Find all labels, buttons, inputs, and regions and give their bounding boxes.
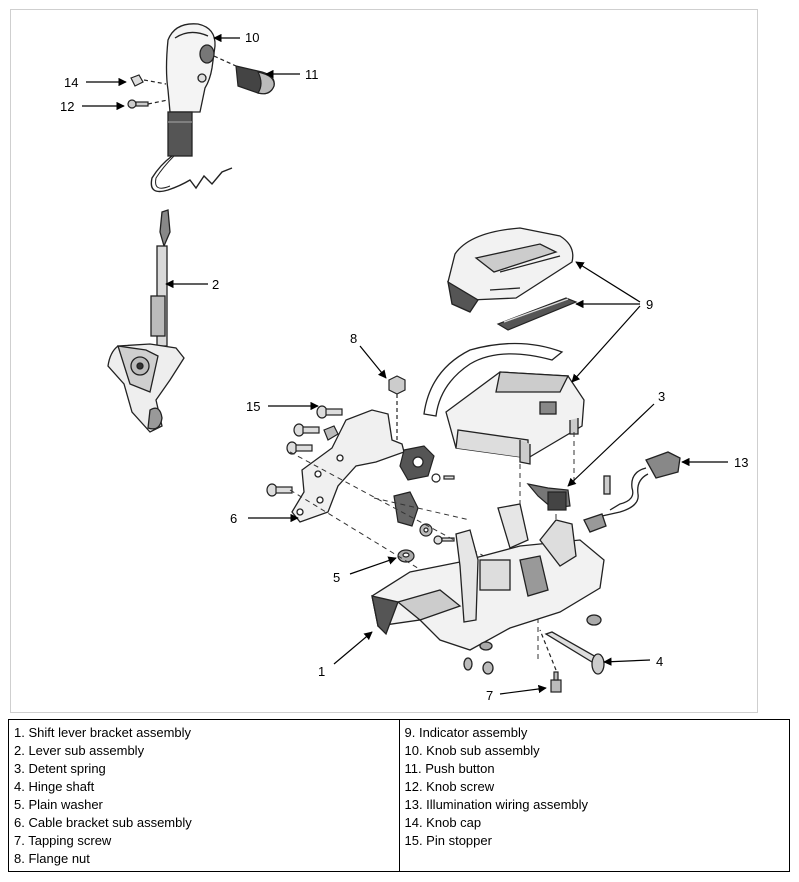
legend-item: 1. Shift lever bracket assembly <box>14 725 192 740</box>
push-button <box>213 55 275 95</box>
legend-column-left: 1. Shift lever bracket assembly 2. Lever… <box>9 720 399 871</box>
legend-item: 9. Indicator assembly <box>404 725 528 740</box>
callout-14: 14 <box>64 75 78 90</box>
shift-lever-bracket-assembly <box>371 503 605 675</box>
legend-item: 14. Knob cap <box>404 815 482 830</box>
callout-numbers: 10 11 14 12 2 9 8 15 3 13 6 5 1 4 7 <box>60 30 748 703</box>
legend-item: 5. Plain washer <box>14 797 103 812</box>
leader-arrows <box>82 33 728 695</box>
parts-legend-table: 1. Shift lever bracket assembly 2. Lever… <box>8 719 790 872</box>
legend-item: 8. Flange nut <box>14 851 90 866</box>
tapping-screw <box>539 629 562 693</box>
legend-item: 7. Tapping screw <box>14 833 112 848</box>
callout-7: 7 <box>486 688 493 703</box>
indicator-housing <box>423 342 585 465</box>
plain-washer <box>397 549 415 563</box>
indicator-plate <box>496 297 578 331</box>
diagram-frame <box>10 9 758 713</box>
callout-8: 8 <box>350 331 357 346</box>
callout-2: 2 <box>212 277 219 292</box>
callout-10: 10 <box>245 30 259 45</box>
legend-item: 4. Hinge shaft <box>14 779 95 794</box>
legend-item: 10. Knob sub assembly <box>404 743 540 758</box>
legend-column-right: 9. Indicator assembly 10. Knob sub assem… <box>398 720 790 871</box>
callout-15: 15 <box>246 399 260 414</box>
callout-4: 4 <box>656 654 663 669</box>
legend-item: 6. Cable bracket sub assembly <box>14 815 192 830</box>
knob-sub-assembly <box>150 23 233 193</box>
callout-1: 1 <box>318 664 325 679</box>
callout-3: 3 <box>658 389 665 404</box>
legend-item: 3. Detent spring <box>14 761 106 776</box>
legend-item: 13. Illumination wiring assembly <box>404 797 589 812</box>
exploded-view-diagram: 10 11 14 12 2 9 8 15 3 13 6 5 1 4 7 <box>60 23 748 703</box>
legend-item: 12. Knob screw <box>404 779 495 794</box>
legend-item: 2. Lever sub assembly <box>14 743 145 758</box>
callout-12: 12 <box>60 99 74 114</box>
hinge-shaft <box>544 631 605 675</box>
knob-cap <box>130 74 167 87</box>
pin-stopper-bolts <box>266 405 343 497</box>
callout-11: 11 <box>305 67 319 82</box>
flange-nut <box>388 375 406 440</box>
detent-spring <box>526 483 571 511</box>
callout-9: 9 <box>646 297 653 312</box>
legend-item: 11. Push button <box>404 761 495 776</box>
callout-13: 13 <box>734 455 748 470</box>
detent-parts <box>393 445 455 545</box>
illumination-wiring-assembly <box>583 451 681 533</box>
lever-sub-assembly <box>107 209 185 433</box>
legend-item: 15. Pin stopper <box>404 833 492 848</box>
knob-screw <box>127 99 169 109</box>
callout-6: 6 <box>230 511 237 526</box>
callout-5: 5 <box>333 570 340 585</box>
indicator-bezel-top <box>447 227 574 313</box>
